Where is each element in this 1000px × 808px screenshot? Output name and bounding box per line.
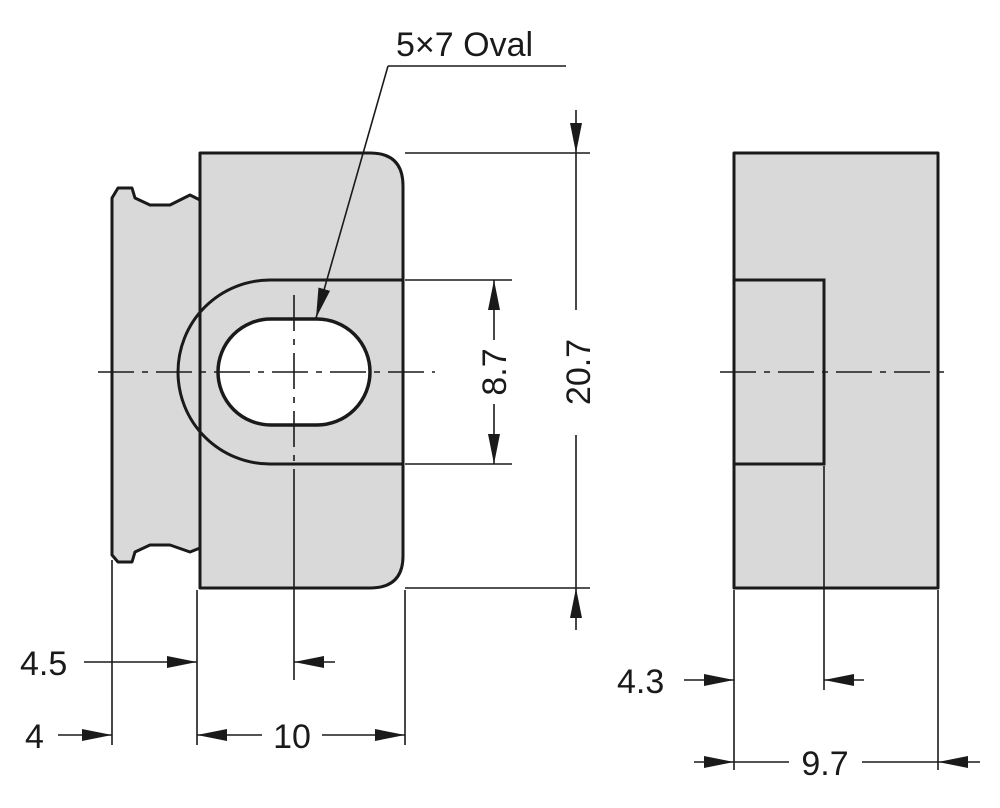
step-depth-label: 4.3 [617, 663, 664, 701]
side-depth-dimension: 9.7 [694, 745, 980, 783]
side-depth-label: 9.7 [801, 745, 848, 783]
body-width-label: 10 [273, 718, 311, 756]
step-depth-dimension: 4.3 [617, 663, 864, 701]
overall-height-label: 20.7 [560, 339, 598, 405]
slot-height-dimension: 8.7 [405, 279, 514, 465]
side-body [732, 151, 940, 590]
oval-callout: 5×7 Oval [315, 26, 566, 319]
body-width-dimension: 10 [197, 718, 405, 756]
flange-width-label: 4 [25, 718, 44, 756]
overall-height-dimension: 20.7 [405, 110, 598, 630]
front-extension-lines [111, 560, 406, 745]
front-view [98, 151, 435, 680]
hole-offset-label: 4.5 [20, 645, 67, 683]
side-view [720, 151, 952, 590]
slot-height-label: 8.7 [476, 348, 514, 395]
left-flange [110, 186, 202, 564]
oval-callout-label: 5×7 Oval [396, 26, 533, 64]
hole-offset-dimension: 4.5 [20, 645, 335, 683]
flange-width-dimension: 4 [25, 718, 112, 756]
